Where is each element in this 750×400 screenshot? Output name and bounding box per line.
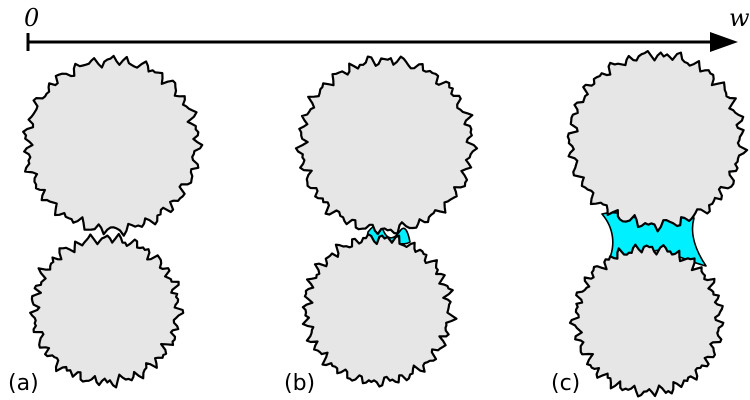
axis-origin-label: 0 [24,4,39,32]
grain-c-top [566,50,749,233]
grain-c-bottom [568,243,725,398]
grain-a-bottom [29,232,185,389]
axis-end-label: w [729,4,750,32]
grain-b-bottom [301,233,458,388]
panel-c: (c) [551,50,749,398]
panel-b: (b) [284,55,479,396]
grain-a-top [22,54,204,237]
panel-label-a: (a) [8,371,39,396]
panel-a: (a) [8,54,204,396]
panel-label-b: (b) [284,371,315,396]
w-axis-arrowhead [710,32,738,52]
panel-label-c: (c) [551,371,580,396]
grain-b-top [294,55,479,236]
w-axis: 0 w [24,4,750,52]
